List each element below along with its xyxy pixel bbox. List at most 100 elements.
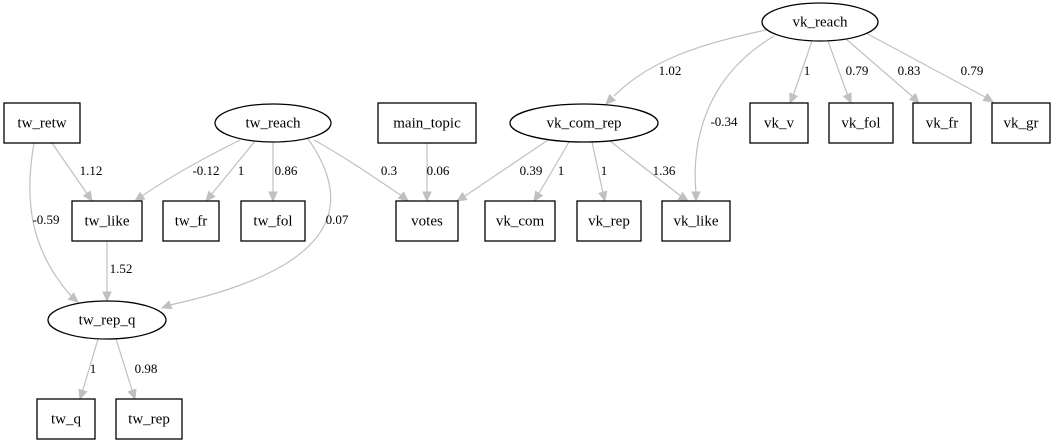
node-label: vk_com_rep (547, 115, 622, 131)
edge-coefficient-label: -0.12 (192, 163, 219, 178)
node-vk-rep: vk_rep (576, 200, 642, 242)
node-vk-v: vk_v (749, 102, 809, 144)
arrowhead-icon (533, 190, 544, 203)
arrowhead-icon (82, 190, 93, 203)
edge-tw-reach-to-tw-fol: 0.86 (268, 142, 298, 203)
node-vk-com-rep: vk_com_rep (509, 103, 659, 143)
edge-tw-retw-to-tw-rep-q: -0.59 (29, 142, 79, 303)
node-label: vk_fol (841, 115, 880, 131)
edge-vk-com-rep-to-votes: 0.39 (455, 139, 549, 202)
edge-tw-reach-to-tw-rep-q: 0.07 (160, 135, 349, 310)
node-label: vk_com (496, 213, 545, 229)
edge-line (115, 338, 134, 394)
node-label: tw_retw (17, 115, 66, 131)
arrowhead-icon (102, 291, 112, 303)
observed-variable-box (749, 102, 809, 144)
edge-coefficient-label: 0.79 (846, 63, 869, 78)
edge-coefficient-label: 0.79 (961, 63, 984, 78)
edge-line (865, 32, 986, 98)
edge-tw-retw-to-tw-like: 1.12 (51, 142, 103, 203)
node-label: vk_fr (926, 115, 959, 131)
arrowhead-icon (455, 191, 468, 202)
edge-tw-reach-to-tw-fr: 1 (205, 140, 256, 202)
node-tw-fr: tw_fr (162, 200, 220, 242)
edge-line (464, 139, 549, 197)
arrowhead-icon (67, 292, 79, 303)
edge-line (591, 141, 604, 194)
edge-vk-reach-to-vk-fol: 0.79 (827, 40, 869, 105)
observed-variable-box (162, 200, 220, 242)
edge-vk-com-rep-to-vk-com: 1 (533, 141, 570, 203)
node-tw-rep: tw_rep (115, 398, 183, 440)
edge-line (29, 142, 73, 298)
observed-variable-box (991, 102, 1051, 144)
edge-coefficient-label: 1.02 (659, 63, 682, 78)
observed-variable-box (661, 200, 731, 242)
edge-line (609, 140, 683, 198)
edge-line (141, 139, 241, 197)
edge-coefficient-label: 1 (558, 163, 565, 178)
latent-variable-ellipse (214, 103, 332, 143)
node-main-topic: main_topic (377, 102, 477, 144)
node-tw-retw: tw_retw (3, 102, 81, 144)
arrowhead-icon (127, 388, 137, 401)
node-vk-gr: vk_gr (991, 102, 1051, 144)
edge-vk-reach-to-vk-gr: 0.79 (865, 32, 995, 103)
edge-line (694, 35, 775, 194)
observed-variable-box (71, 200, 143, 242)
node-label: tw_rep_q (79, 312, 136, 328)
edge-coefficient-label: 0.39 (520, 163, 543, 178)
observed-variable-box (240, 200, 306, 242)
edge-coefficient-label: 1 (804, 63, 811, 78)
node-label: votes (411, 213, 443, 229)
node-label: vk_gr (1004, 115, 1039, 131)
observed-variable-box (115, 398, 183, 440)
edge-tw-rep-q-to-tw-q: 1 (78, 338, 99, 401)
arrowhead-icon (842, 92, 852, 105)
edge-line (792, 40, 813, 97)
arrowhead-icon (677, 191, 690, 202)
observed-variable-box (484, 200, 556, 242)
node-vk-reach: vk_reach (761, 2, 879, 42)
latent-variable-ellipse (761, 2, 879, 42)
arrowhead-icon (133, 191, 146, 202)
node-tw-like: tw_like (71, 200, 143, 242)
node-votes: votes (395, 200, 459, 242)
node-label: vk_v (764, 115, 795, 131)
arrowhead-icon (78, 388, 88, 401)
observed-variable-box (395, 200, 459, 242)
edge-coefficient-label: 1 (601, 163, 608, 178)
node-label: tw_fr (175, 213, 208, 229)
node-label: tw_reach (246, 115, 301, 131)
observed-variable-box (3, 102, 81, 144)
node-tw-q: tw_q (36, 398, 96, 440)
edge-vk-com-rep-to-vk-rep: 1 (591, 141, 608, 203)
node-tw-rep-q: tw_rep_q (47, 300, 167, 340)
edge-coefficient-label: -0.59 (32, 212, 59, 227)
node-tw-fol: tw_fol (240, 200, 306, 242)
node-vk-fol: vk_fol (828, 102, 894, 144)
edge-line (51, 142, 89, 196)
edge-line (169, 135, 332, 306)
node-tw-reach: tw_reach (214, 103, 332, 143)
edge-line (210, 140, 256, 196)
edge-tw-rep-q-to-tw-rep: 0.98 (115, 338, 157, 401)
latent-variable-ellipse (47, 300, 167, 340)
arrowhead-icon (160, 300, 173, 310)
arrowhead-icon (982, 92, 995, 103)
edge-coefficient-label: 1.12 (80, 163, 103, 178)
edge-coefficient-label: 0.86 (275, 163, 298, 178)
edge-coefficient-label: 1.36 (653, 163, 676, 178)
arrowhead-icon (397, 191, 409, 202)
node-label: tw_like (85, 213, 130, 229)
observed-variable-box (828, 102, 894, 144)
observed-variable-box (912, 102, 972, 144)
node-vk-like: vk_like (661, 200, 731, 242)
observed-variable-box (377, 102, 477, 144)
edge-coefficient-label: 1.52 (110, 261, 133, 276)
edge-vk-com-rep-to-vk-like: 1.36 (609, 140, 690, 202)
edge-tw-like-to-tw-rep-q: 1.52 (102, 241, 133, 303)
node-label: vk_reach (793, 14, 848, 30)
node-label: vk_like (674, 213, 719, 229)
